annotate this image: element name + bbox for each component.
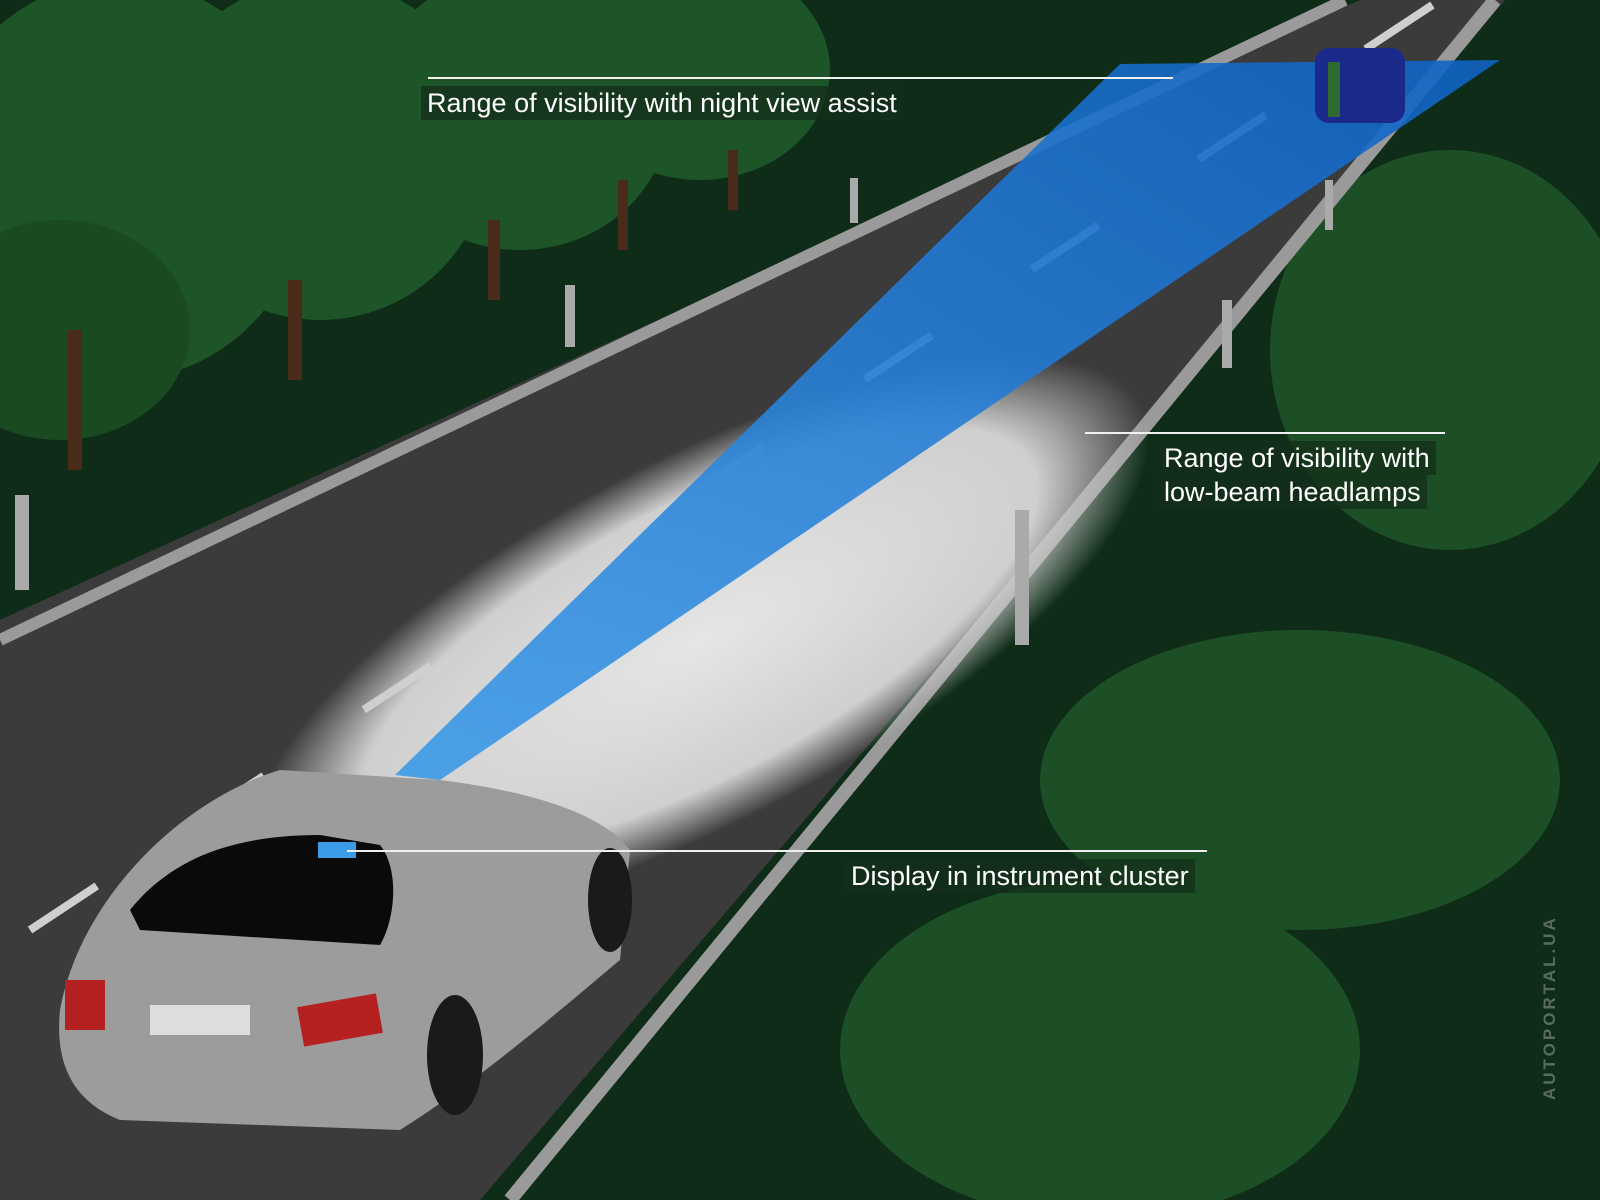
night-view-label: Range of visibility with night view assi…	[421, 86, 903, 120]
low-beam-label-line1: Range of visibility with	[1158, 441, 1436, 475]
car	[59, 770, 632, 1130]
pedestrian-and-van	[1315, 48, 1405, 123]
low-beam-label-line2: low-beam headlamps	[1158, 475, 1427, 509]
tree-trunks	[68, 150, 738, 470]
display-leader-line	[347, 850, 1207, 852]
low-beam-leader-line	[1085, 432, 1445, 434]
low-beam-glow	[250, 356, 1150, 924]
night-view-beam	[395, 60, 1500, 780]
night-view-leader-line	[428, 77, 1173, 79]
display-label: Display in instrument cluster	[845, 859, 1195, 893]
reflector-posts	[15, 178, 1333, 645]
watermark: AUTOPORTAL.UA	[1540, 915, 1559, 1100]
trees-left	[0, 0, 830, 440]
